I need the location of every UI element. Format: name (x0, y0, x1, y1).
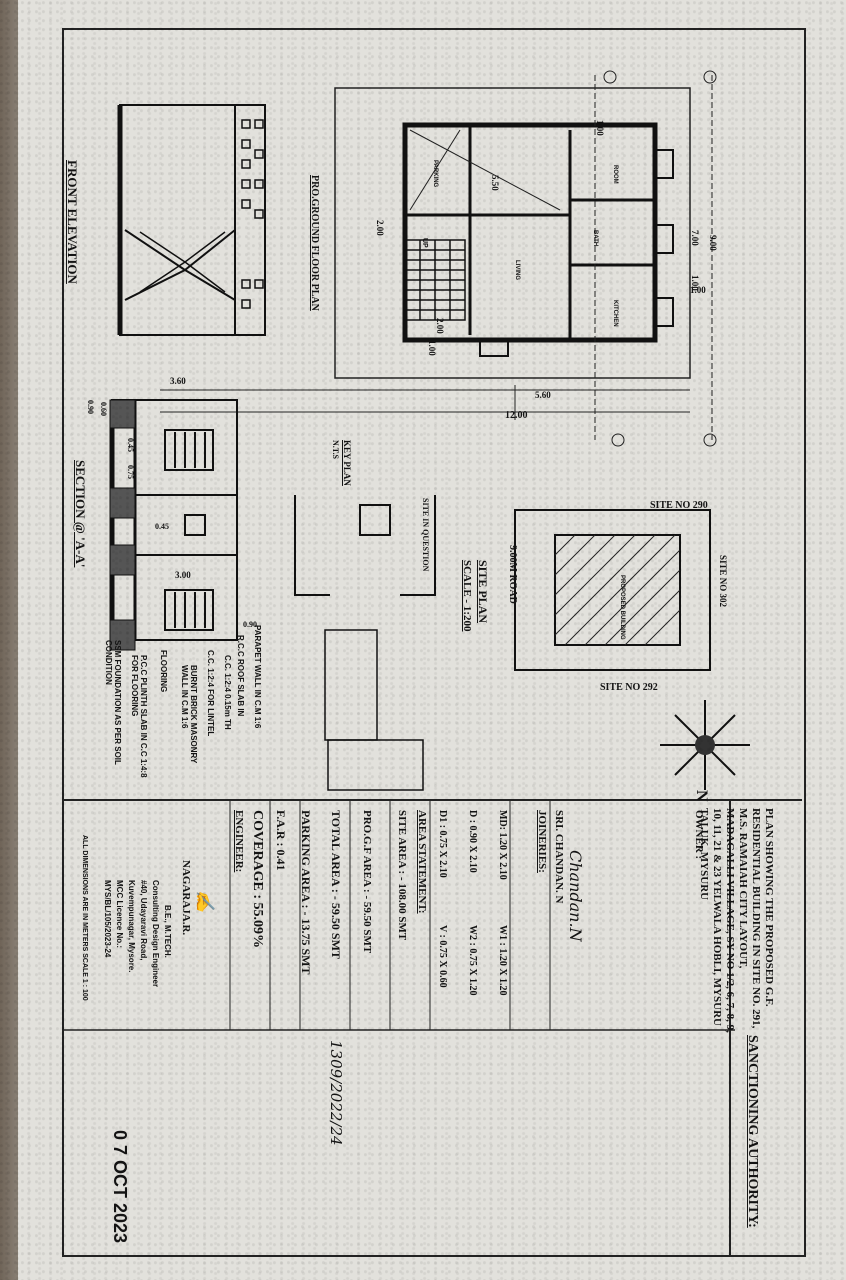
section-dim-8: 0.90 (243, 620, 257, 629)
key-plan-scale: N.T.S (331, 440, 340, 459)
pro-gf-area: PRO.G.F AREA : - 59.50 SMT (361, 810, 373, 954)
parking-area: PARKING AREA : - 13.75 SMT (299, 810, 313, 975)
dimensions-note: ALL DIMENSIONS ARE IN METERS SCALE 1 : 1… (81, 835, 88, 1001)
site-east-label: SITE NO 302 (718, 555, 728, 608)
north-label: N (693, 790, 710, 802)
far-value: F.A.R : 0.41 (274, 810, 288, 871)
sanction-file-number: 1309/2022/24 (327, 1040, 345, 1146)
engineer-address-2: Kuvempunagar, Mysore. (127, 880, 136, 973)
dim-5: 5.50 (490, 175, 500, 191)
engineer-signature: ✍ (194, 890, 215, 913)
sheet-border (62, 28, 806, 1257)
room-living: LIVING (514, 260, 520, 281)
joinery-v: V : 0.75 X 0.60 (437, 925, 448, 988)
room-bath: BATH (592, 230, 598, 247)
owner-signature: Chandan.N (566, 850, 585, 942)
section-dim-2: 0.90 (86, 400, 95, 414)
section-note-7: P.C.C PLINTH SLAB IN C.C 1:4:8 FOR FLOOR… (130, 655, 148, 778)
dim-2: 7.00 (690, 230, 700, 246)
owner-heading: OWNER : (693, 810, 705, 860)
section-note-1: PARAPET WALL IN C.M 1:6 (253, 625, 262, 729)
dim-7: 2.00 (435, 318, 445, 334)
engineer-address-1: #40, Udayaravi Road, (139, 880, 148, 961)
dim-11: 1.00 (690, 285, 706, 295)
total-area: TOTAL AREA : - 59.50 SMT (329, 810, 343, 959)
section-dim-5: 0.60 (99, 402, 108, 416)
site-plan-title: SITE PLAN (476, 560, 490, 624)
engineer-heading: ENGINEER: (233, 810, 245, 873)
site-in-question: SITE IN QUESTION (421, 498, 430, 572)
dim-1: 1.00 (595, 120, 605, 136)
joineries-heading: JOINERIES: (536, 810, 548, 873)
site-north-label: SITE NO 290 (650, 500, 708, 511)
section-title: SECTION @ 'A-A' (73, 460, 88, 568)
room-kitchen: KITCHEN (612, 300, 618, 327)
section-note-4: C.C. 1:2:4 FOR LINTEL (206, 650, 215, 737)
road-label: 9.00M ROAD (507, 545, 518, 604)
room-parking: PARKING (432, 160, 438, 188)
sanction-date-stamp: 0 7 OCT 2023 (110, 1130, 130, 1244)
proposed-building-label: PROPOSED BUILDING (619, 575, 625, 640)
section-dim-4: 0.75 (126, 465, 135, 479)
dim-3: 9.00 (708, 235, 718, 251)
section-dim-7: 3.00 (175, 570, 191, 580)
joinery-w1: W1 : 1.20 X 1.20 (497, 925, 508, 996)
section-dim-1: 3.60 (170, 376, 186, 386)
room-room: ROOM (612, 165, 618, 184)
front-elevation-title: FRONT ELEVATION (65, 160, 80, 284)
sanction-heading: SANCTIONING AUTHORITY: (745, 1035, 760, 1228)
dim-6: 2.00 (375, 220, 385, 236)
coverage-value: COVERAGE : 55.09% (250, 810, 265, 949)
owner-name: SRI. CHANDAN. N (553, 810, 565, 904)
dim-10: 12.00 (505, 410, 528, 421)
engineer-qualification: B.E., M.TECH. (163, 905, 172, 958)
engineer-licence-label: MCC Licence No.: (115, 880, 124, 949)
section-note-3: C.C. 1:2:4 0.15m TH (223, 655, 232, 730)
joinery-md: MD: 1.20 X 2.10 (497, 810, 508, 880)
engineer-title: Consulting Design Engineer (151, 880, 160, 988)
site-plan-scale: SCALE - 1:200 (461, 560, 473, 632)
section-note-8: SSM FOUNDATION AS PER SOIL CONDITION (104, 640, 122, 765)
section-note-6: FLOORING (159, 650, 168, 693)
dim-8: 1.00 (427, 340, 437, 356)
stair-up: UP (421, 238, 428, 248)
engineer-licence-number: MYS/BL/105/2023-24 (103, 880, 112, 958)
site-south-label: SITE NO 292 (600, 682, 658, 693)
site-area: SITE AREA : - 108.00 SMT (396, 810, 408, 941)
ground-floor-plan-title: PRO.GROUND FLOOR PLAN (309, 175, 320, 311)
section-note-2: R.C.C ROOF SLAB IN (236, 635, 245, 717)
section-dim-3: 0.45 (126, 438, 135, 452)
section-note-5: BURNT BRICK MASONRY WALL IN C.M 1:6 (180, 665, 198, 764)
joinery-d: D : 0.90 X 2.10 (467, 810, 478, 873)
key-plan-title: KEY PLAN (342, 440, 352, 486)
area-heading: AREA STATEMENT: (416, 810, 428, 914)
joinery-d1: D1 : 0.75 X 2.10 (437, 810, 448, 878)
section-dim-6: 0.45 (155, 522, 169, 531)
dim-9: 5.60 (535, 390, 551, 400)
plan-title: PLAN SHOWING THE PROPOSED G.F. RESIDENTI… (698, 808, 775, 1033)
joinery-w2: W2 : 0.75 X 1.20 (467, 925, 478, 996)
engineer-name: NAGARAJA.R. (180, 860, 192, 936)
